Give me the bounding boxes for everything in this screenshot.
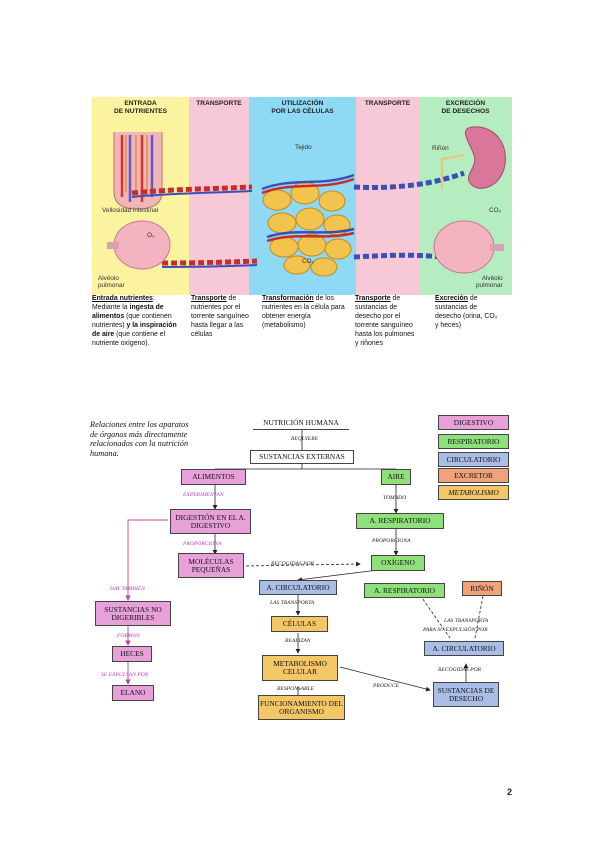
rel-tomado: TOMADO [383,495,407,501]
label-co2: CO₂ [302,258,315,265]
caption-excrecion-title: Excreción [435,295,468,302]
node-sustancias-externas: SUSTANCIAS EXTERNAS [250,450,354,464]
caption-excrecion: Excreción de sustancias de desecho (orin… [435,294,499,330]
rel-hay-tambien: HAY TAMBIÉN [110,586,145,592]
caption-transformacion-text: de los nutrientes en la célula para obte… [262,295,345,330]
nutrition-process-figure: ENTRADA DE NUTRIENTES TRANSPORTE UTILIZA… [92,97,512,295]
node-moleculas: MOLÉCULAS PEQUEÑAS [178,553,244,578]
intestinal-villus-icon [113,132,163,210]
concept-map-connectors [125,430,484,701]
page-number: 2 [507,787,513,797]
legend-digestivo: DIGESTIVO [438,415,509,430]
caption-entrada-e: (que contiene el nutriente oxígeno). [92,331,166,348]
legend-respiratorio: RESPIRATORIO [438,434,509,449]
node-funcionamiento: FUNCIONAMIENTO DEL ORGANISMO [258,695,345,720]
rel-para-su-expulsion: PARA SU EXPULSIÓN POR [423,627,488,633]
caption-entrada: Entrada nutrientes: Mediante la ingesta … [92,295,177,348]
node-rinon: RIÑÓN [462,581,502,596]
node-aire: AIRE [381,469,411,485]
node-nutricion-humana: NUTRICIÓN HUMANA [253,416,349,430]
rel-requiere: REQUIERE [291,436,319,442]
label-o2: O₂ [147,232,155,239]
caption-transformacion-title: Transformación [262,295,314,302]
rel-recogidas-por: RECOGIDAS POR [271,561,315,567]
node-a-respiratorio: A. RESPIRATORIO [356,513,444,529]
legend-excretor: EXCRETOR [438,468,509,483]
band-entrada-title: ENTRADA DE NUTRIENTES [113,100,168,115]
label-alveolo-right: Alvéolo pulmonar [476,275,503,289]
caption-transporte-1: Transporte de nutrientes por el torrente… [191,294,249,339]
label-co2-right: CO₂ [489,207,502,214]
label-alveolo: Alvéolo pulmonar [98,275,125,289]
band-transporte-2-title: TRANSPORTE [364,100,411,107]
node-oxigeno: OXÍGENO [371,555,425,571]
node-a-circulatorio: A. CIRCULATORIO [259,580,337,595]
label-tejido: Tejido [295,144,312,151]
rel-recogidas-por-2: RECOGIDAS POR [438,667,482,673]
legend-circulatorio: CIRCULATORIO [438,452,509,467]
caption-transporte-1-title: Transporte [191,295,227,302]
rel-se-expulsan: SE EXPULSAN POR [101,672,149,678]
rel-proporciona-2: PROPORCIONA [372,538,411,544]
rel-proporciona: PROPORCIONA [183,541,222,547]
rel-experimentan: EXPERIMENTAN [183,492,224,498]
node-metabolismo-celular: METABOLISMO CELULAR [262,655,338,681]
label-rinon: Riñón [432,145,449,152]
node-heces: HECES [112,646,152,662]
caption-entrada-d: y la inspiración de aire [92,322,177,339]
caption-transporte-2-title: Transporte [355,295,391,302]
caption-entrada-b: ingesta de alimentos [92,304,164,321]
caption-transporte-2-text: de sustancias de desecho por el torrente… [355,295,415,348]
caption-entrada-a: Mediante la [92,304,130,312]
nutrition-illustration [107,126,506,277]
node-digestion: DIGESTIÓN EN EL A. DIGESTIVO [170,509,251,534]
band-excrecion-title: EXCRECIÓN DE DESECHOS [441,100,490,115]
band-transporte-1-title: TRANSPORTE [196,100,242,107]
node-elano: ELANO [112,685,154,701]
caption-transporte-2: Transporte de sustancias de desecho por … [355,294,417,349]
node-a-respiratorio-2: A. RESPIRATORIO [364,583,445,598]
caption-transformacion: Transformación de los nutrientes en la c… [262,294,346,330]
rel-las-transporta: LAS TRANSPORTA [270,600,315,606]
band-utilizacion-title: UTILIZACIÓN POR LAS CÉLULAS [271,100,334,115]
caption-transporte-1-text: de nutrientes por el torrente sanguíneo … [191,295,249,339]
rel-las-transporta-2: LAS TRANSPORTA [444,618,489,624]
label-vellosidad: Vellosidad intestinal [102,207,159,214]
rel-forman: FORMAN [117,633,140,639]
node-sustancias-desecho: SUSTANCIAS DE DESECHO [433,682,499,707]
node-celulas: CÉLULAS [271,616,328,632]
node-alimentos: ALIMENTOS [181,469,246,485]
kidney-icon [441,126,506,189]
caption-entrada-title: Entrada nutrientes [92,295,153,302]
node-a-circulatorio-2: A. CIRCULATORIO [424,641,504,656]
diagram-note: Relaciones entre los aparatos de órganos… [90,420,189,458]
caption-excrecion-text: de sustancias de desecho (orina, CO₂ y h… [435,295,498,330]
rel-responsable: RESPONSABLE [277,686,314,692]
band-transporte-2: TRANSPORTE [356,97,419,295]
alveolus-right-icon [433,220,504,274]
legend-metabolismo: METABOLISMO [438,485,509,500]
rel-realizan: REALIZAN [285,638,311,644]
caption-entrada-c: (que contienen nutrientes) [92,313,172,330]
rel-produce: PRODUCE [373,683,400,689]
alveolus-icon [107,220,171,270]
tissue-cells-icon [261,173,355,277]
node-sustancias-no-digeribles: SUSTANCIAS NO DIGERIBLES [95,601,171,626]
